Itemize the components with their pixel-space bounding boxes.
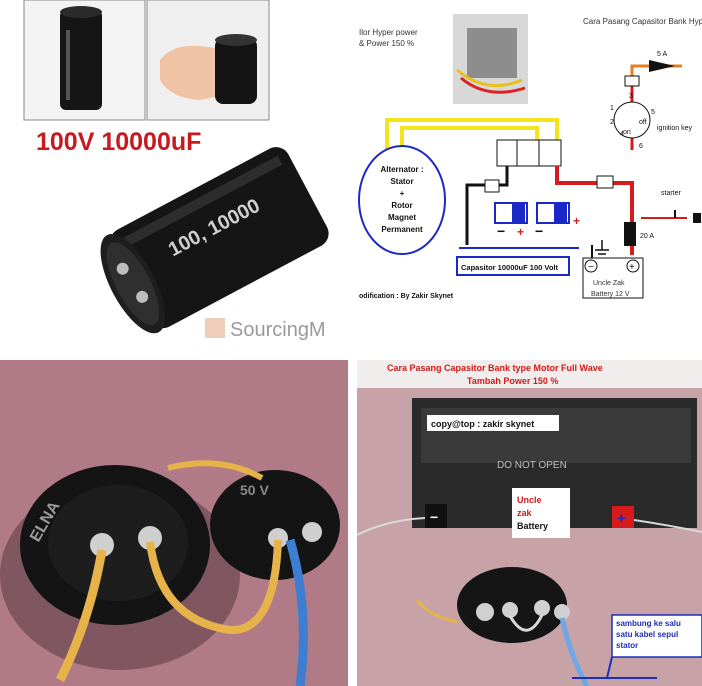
starter-switch-icon bbox=[693, 213, 701, 223]
stator-note-box bbox=[611, 614, 702, 658]
top-link-wire bbox=[167, 460, 264, 481]
ground-icon bbox=[595, 240, 609, 255]
svg-text:+: + bbox=[617, 510, 626, 527]
large-capacitor: 100, 10000 bbox=[100, 147, 329, 334]
capacitor-pair-photo bbox=[457, 567, 570, 643]
svg-text:1: 1 bbox=[610, 105, 614, 112]
battery-installation-illustration: Cara Pasang Capasitor Bank type Motor Fu… bbox=[357, 360, 702, 686]
ignition-key-symbol bbox=[613, 101, 651, 139]
capacitor-elna: ELNA bbox=[20, 465, 210, 625]
diagram-title-right: Cara Pasang Capasitor Bank Hyper Pov bbox=[583, 17, 702, 26]
negative-terminal-icon bbox=[425, 504, 447, 528]
svg-text:+: + bbox=[400, 189, 405, 198]
sourcing-watermark: SourcingM bbox=[230, 319, 326, 341]
yellow-lead-wire bbox=[55, 549, 107, 683]
capacitor-product-illustration: 100V 10000uF 100, 10000 SourcingM bbox=[23, 0, 329, 341]
photo-title-1: Cara Pasang Capasitor Bank type Motor Fu… bbox=[387, 363, 603, 373]
capacitor-50v: 50 V bbox=[210, 470, 340, 580]
battery-label-box bbox=[512, 488, 570, 538]
svg-text:on: on bbox=[623, 129, 631, 136]
starter-label: starter bbox=[661, 190, 682, 197]
capacitor-label: Capasitor 10000uF 100 Volt bbox=[461, 263, 558, 272]
svg-text:+: + bbox=[573, 214, 580, 228]
svg-text:6: 6 bbox=[639, 143, 643, 150]
blue-lead-wire bbox=[285, 538, 308, 686]
capacitor-product-photo: 100V 10000uF 100, 10000 SourcingM bbox=[0, 0, 345, 350]
svg-text:5: 5 bbox=[651, 109, 655, 116]
capacitor-wiring-photo: ELNA 50 V bbox=[0, 360, 348, 686]
wiring-diagram-svg: Ilor Hyper power & Power 150 % Cara Pasa… bbox=[358, 14, 702, 300]
do-not-open-label: DO NOT OPEN bbox=[497, 460, 567, 471]
battery-label-1: Uncle bbox=[517, 495, 542, 505]
stator-note-2: satu kabel sepul bbox=[616, 630, 678, 639]
positive-terminal-icon bbox=[612, 506, 634, 528]
capacitor-label-box bbox=[456, 256, 570, 276]
cap-plus-symbol: + bbox=[517, 225, 524, 239]
yellow-wires bbox=[385, 118, 559, 155]
svg-text:Alternator :: Alternator : bbox=[380, 165, 423, 174]
fuse-5a bbox=[649, 60, 675, 72]
diagram-title-left-1: Ilor Hyper power bbox=[359, 28, 418, 37]
svg-text:Permanent: Permanent bbox=[381, 225, 423, 234]
capacitor-wiring-illustration: ELNA 50 V bbox=[0, 360, 348, 686]
blue-lead-wire bbox=[559, 617, 590, 686]
copyright-box bbox=[427, 415, 559, 431]
small-capacitor bbox=[60, 6, 102, 110]
inline-fuse bbox=[596, 175, 614, 189]
battery-label-2: Battery 12 V bbox=[591, 291, 630, 298]
cap-minus-symbol: − bbox=[497, 223, 505, 239]
diagram-credit: odification : By Zakir Skynet bbox=[359, 293, 454, 300]
svg-text:off: off bbox=[639, 119, 647, 126]
wiring-diagram: Ilor Hyper power & Power 150 % Cara Pasa… bbox=[357, 0, 702, 320]
svg-text:−: − bbox=[535, 223, 543, 239]
capacitor-rating: 50 V bbox=[240, 482, 269, 498]
svg-text:+: + bbox=[629, 262, 635, 273]
svg-text:−: − bbox=[430, 509, 438, 525]
svg-text:−: − bbox=[588, 262, 594, 273]
battery-label-3: Battery bbox=[517, 521, 548, 531]
hand-holding-capacitor bbox=[160, 34, 257, 104]
svg-text:Stator: Stator bbox=[390, 177, 413, 186]
capacitor-pair: − + − + bbox=[494, 202, 580, 239]
watermark-logo-icon bbox=[205, 318, 225, 338]
svg-text:3: 3 bbox=[629, 93, 633, 100]
ignition-key-label: ignition key bbox=[657, 125, 693, 132]
stator-note-1: sambung ke salu bbox=[616, 619, 681, 628]
photo-title-2: Tambah Power 150 % bbox=[467, 376, 558, 386]
alternator-label: Alternator : Stator + Rotor Magnet Perma… bbox=[380, 165, 423, 234]
diagram-title-left-2: & Power 150 % bbox=[359, 39, 414, 48]
battery-label-2: zak bbox=[517, 508, 533, 518]
fuse-20a bbox=[624, 222, 636, 246]
capacitor-rating-caption: 100V 10000uF bbox=[36, 128, 201, 156]
positive-red-wire bbox=[555, 166, 634, 255]
svg-text:4: 4 bbox=[620, 131, 624, 138]
fuse-5a-label: 5 A bbox=[657, 51, 667, 58]
yellow-bridge-wire bbox=[146, 539, 282, 635]
alternator-symbol bbox=[358, 145, 446, 255]
svg-text:Magnet: Magnet bbox=[388, 213, 416, 222]
battery-label-1: Uncle Zak bbox=[593, 280, 625, 287]
rectifier-block bbox=[496, 139, 562, 167]
stator-note-3: stator bbox=[616, 641, 638, 650]
regulator-photo bbox=[453, 14, 528, 104]
svg-text:2: 2 bbox=[610, 119, 614, 126]
copyright-label: copy@top : zakir skynet bbox=[431, 419, 534, 429]
fuse-20a-label: 20 A bbox=[640, 233, 654, 240]
battery-installation-photo: Cara Pasang Capasitor Bank type Motor Fu… bbox=[357, 360, 702, 686]
svg-text:Rotor: Rotor bbox=[391, 201, 412, 210]
